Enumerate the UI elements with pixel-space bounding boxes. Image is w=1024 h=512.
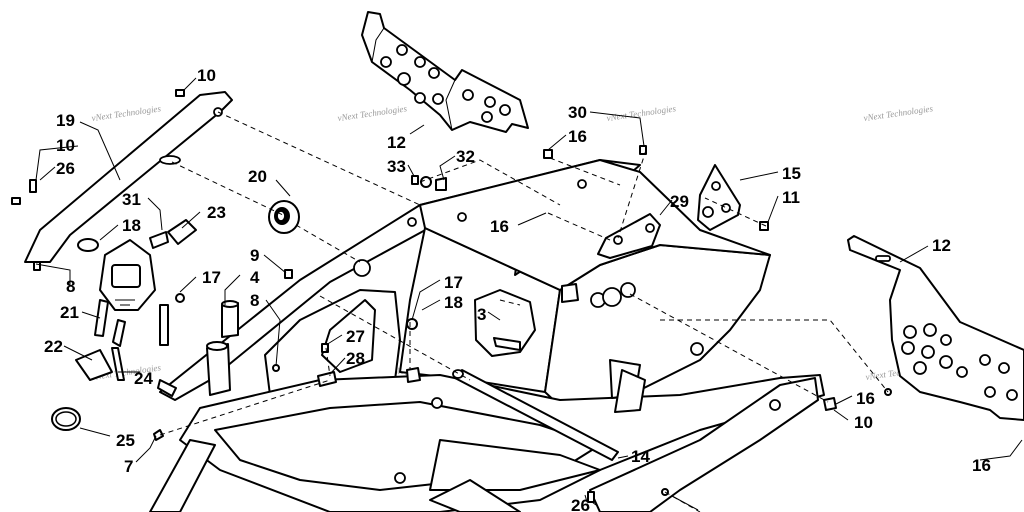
- callout-label: 20: [248, 167, 267, 186]
- callout-label: 8: [250, 291, 259, 310]
- main-frame: [149, 159, 825, 512]
- callout-label: 16: [972, 456, 991, 475]
- callout-label: 11: [782, 188, 800, 207]
- callout-label: 12: [387, 133, 406, 152]
- callout-label: 29: [670, 192, 689, 211]
- callouts: 10 19 10 26 31 18 23 20 9 4 8 8 17 21 22…: [44, 66, 991, 512]
- bearing: [268, 200, 300, 234]
- callout-label: 22: [44, 337, 63, 356]
- angle-bracket: [597, 213, 661, 259]
- watermark-text: vNext Technologies: [91, 103, 162, 123]
- callout-label: 23: [207, 203, 226, 222]
- callout-label: 18: [444, 293, 463, 312]
- callout-label: 10: [56, 136, 75, 155]
- callout-label: 4: [250, 268, 260, 287]
- callout-label: 7: [124, 457, 133, 476]
- callout-label: 25: [116, 431, 135, 450]
- callout-label: 10: [197, 66, 216, 85]
- right-heat-shield: [847, 235, 1024, 421]
- callout-label: 9: [250, 246, 259, 265]
- callout-label: 32: [456, 147, 475, 166]
- fuel-pump-assembly: [75, 219, 197, 381]
- callout-label: 26: [571, 496, 590, 512]
- callout-label: 10: [854, 413, 873, 432]
- callout-label: 16: [568, 127, 587, 146]
- callout-label: 12: [932, 236, 951, 255]
- callout-label: 33: [387, 157, 406, 176]
- gear-plate: [474, 289, 646, 413]
- callout-label: 27: [346, 327, 365, 346]
- callout-label: 17: [444, 273, 463, 292]
- callout-label: 15: [782, 164, 801, 183]
- callout-label: 26: [56, 159, 75, 178]
- callout-label: 28: [346, 349, 365, 368]
- watermark-text: vNext Technologies: [606, 103, 677, 123]
- callout-label: 17: [202, 268, 221, 287]
- callout-label: 14: [631, 447, 650, 466]
- watermark-text: vNext Technologies: [337, 103, 408, 123]
- callout-label: 8: [66, 277, 75, 296]
- callout-label: 18: [122, 216, 141, 235]
- callout-label: 31: [122, 190, 141, 209]
- spacer-tube: [206, 300, 280, 396]
- clamp-ring: [51, 407, 81, 431]
- callout-label: 21: [60, 303, 79, 322]
- callout-label: 16: [490, 217, 509, 236]
- callout-label: 30: [568, 103, 587, 122]
- callout-label: 19: [56, 111, 75, 130]
- watermark-text: vNext Technologies: [863, 103, 934, 123]
- leader-lines: [35, 77, 1023, 511]
- fasteners: [11, 89, 892, 503]
- callout-label: 3: [477, 305, 486, 324]
- left-upper-bar: [24, 91, 233, 263]
- callout-label: 24: [134, 369, 153, 388]
- top-heat-shield: [361, 11, 529, 133]
- assembly-guides: [159, 111, 889, 512]
- callout-label: 16: [856, 389, 875, 408]
- triangle-bracket: [697, 164, 741, 231]
